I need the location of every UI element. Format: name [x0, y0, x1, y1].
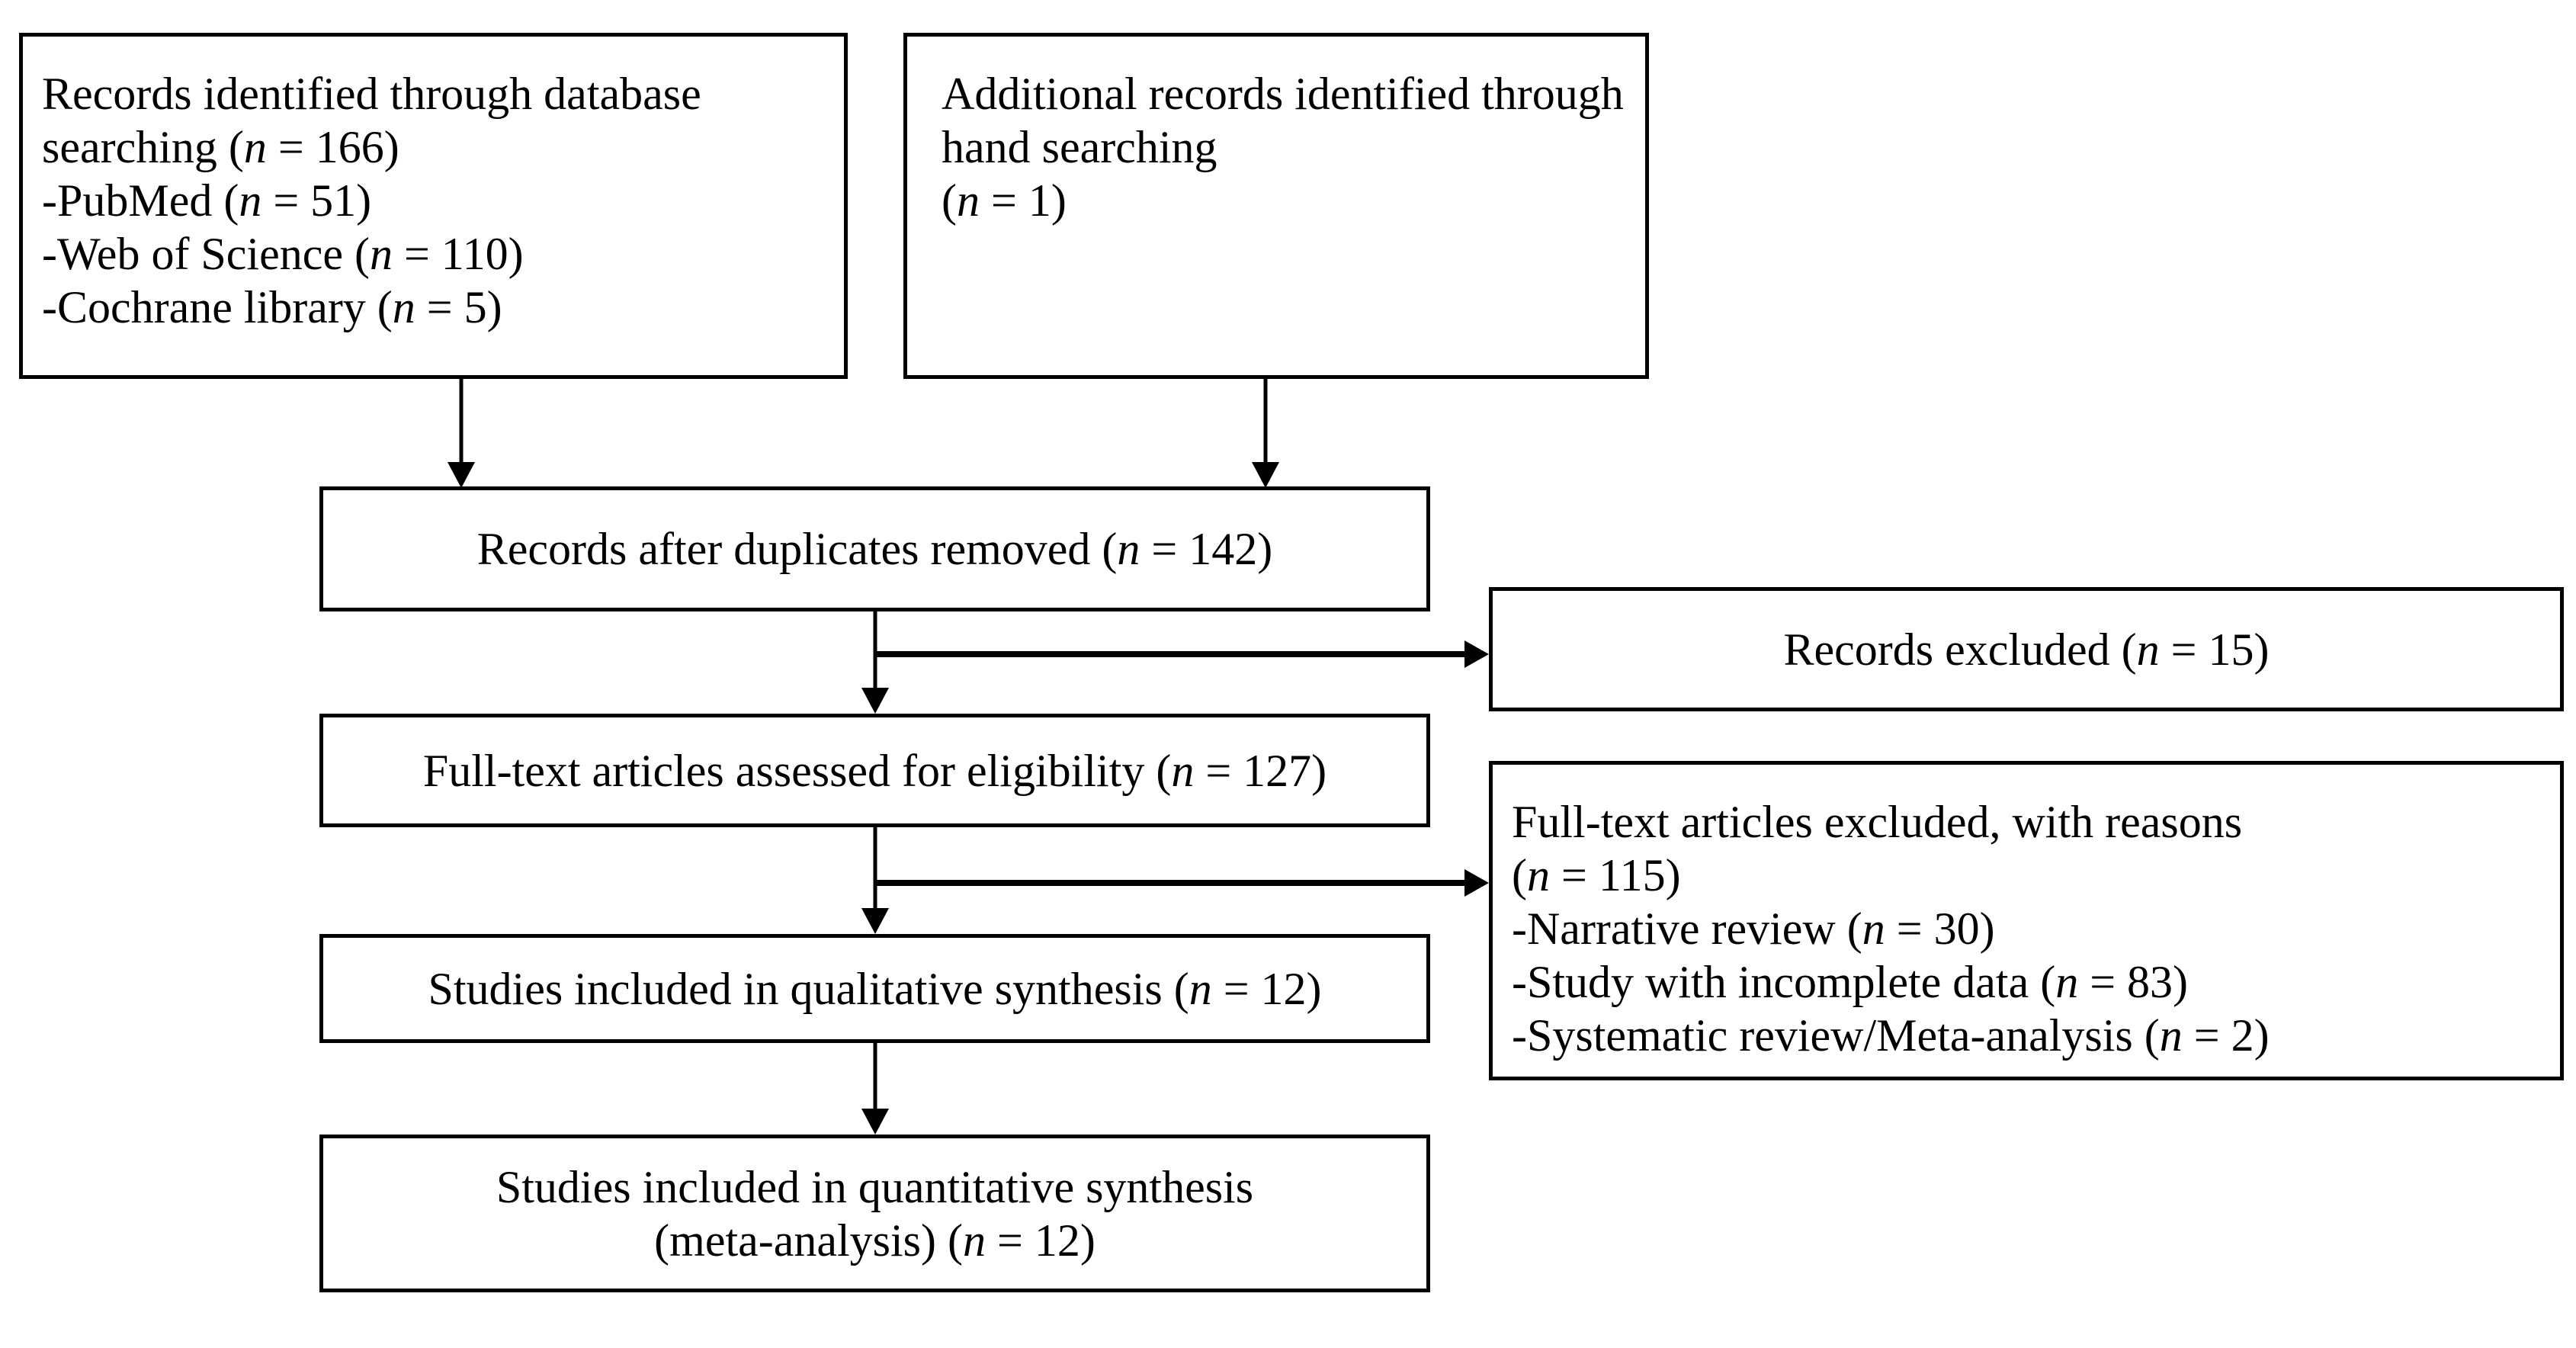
box-line: Studies included in qualitative synthesi…	[428, 963, 1322, 1014]
box-line: Full-text articles excluded, with reason…	[1512, 797, 2243, 847]
box-line: (n = 1)	[942, 175, 1067, 226]
box-line: -Narrative review (n = 30)	[1512, 903, 1995, 954]
box-line: Records after duplicates removed (n = 14…	[476, 524, 1273, 574]
box-quantitative-synthesis: Studies included in quantitative synthes…	[319, 1135, 1430, 1292]
box-additional-records-hand-search: Additional records identified through ha…	[903, 33, 1649, 379]
box-line: -Cochrane library (n = 5)	[42, 282, 502, 332]
box-line: Records excluded (n = 15)	[1783, 624, 2270, 675]
box-fulltext-assessed: Full-text articles assessed for eligibil…	[319, 714, 1430, 827]
box-line: Studies included in quantitative synthes…	[496, 1161, 1254, 1212]
box-line: Additional records identified through ha…	[942, 69, 1624, 172]
arrow-database-to-duplicates	[448, 379, 475, 488]
box-qualitative-synthesis: Studies included in qualitative synthesi…	[319, 934, 1430, 1043]
arrow-branch-to-fulltext-excluded	[875, 869, 1489, 897]
box-records-excluded: Records excluded (n = 15)	[1489, 587, 2564, 711]
arrow-assessed-to-qualitative	[861, 827, 889, 934]
arrow-hand-search-to-duplicates	[1252, 379, 1279, 488]
arrow-branch-to-records-excluded	[875, 640, 1489, 668]
arrow-duplicates-to-assessed	[861, 611, 889, 714]
box-line: Records identified through database sear…	[42, 69, 701, 172]
box-line: -Web of Science (n = 110)	[42, 229, 524, 279]
box-line: Full-text articles assessed for eligibil…	[422, 745, 1327, 796]
box-line: (meta-analysis) (n = 12)	[654, 1215, 1096, 1266]
box-line: -PubMed (n = 51)	[42, 175, 372, 226]
box-line: -Systematic review/Meta-analysis (n = 2)	[1512, 1010, 2270, 1061]
box-records-identified-database: Records identified through database sear…	[19, 33, 848, 379]
box-fulltext-excluded: Full-text articles excluded, with reason…	[1489, 761, 2564, 1080]
box-line: -Study with incomplete data (n = 83)	[1512, 957, 2189, 1007]
arrow-qualitative-to-quantitative	[861, 1043, 889, 1135]
box-line: (n = 115)	[1512, 850, 1681, 900]
box-records-after-duplicates: Records after duplicates removed (n = 14…	[319, 486, 1430, 611]
